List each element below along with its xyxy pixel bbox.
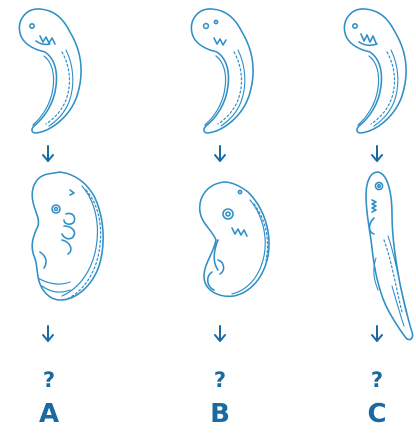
label-c: C [322,399,416,429]
column-c: ? C [322,0,416,438]
question-mark-a: ? [0,368,104,392]
column-a: ? A [0,0,104,438]
column-b: ? B [165,0,275,438]
label-b: B [165,399,275,429]
label-a: A [0,399,104,429]
question-mark-b: ? [165,368,275,392]
question-mark-c: ? [322,368,416,392]
